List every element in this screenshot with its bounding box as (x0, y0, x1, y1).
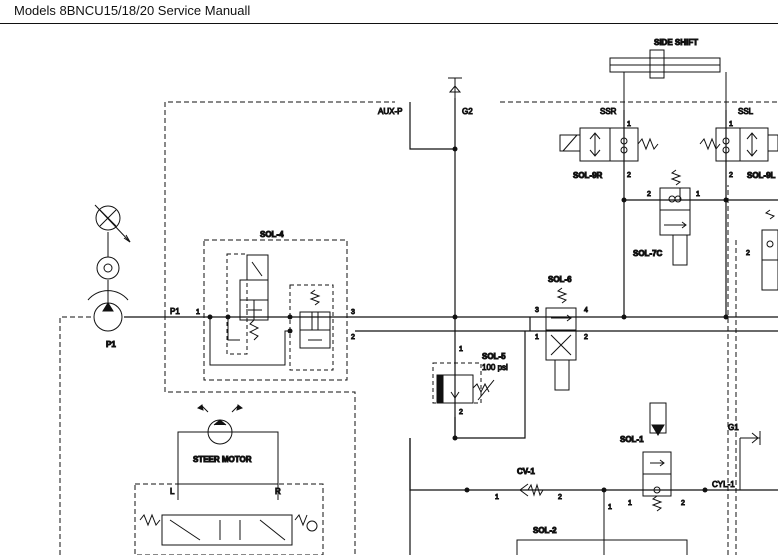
cv-1-label: CV-1 (517, 467, 535, 476)
sol-7c-valve (659, 169, 691, 266)
cv-1-port-2: 2 (558, 494, 562, 501)
sol-6-port-2: 2 (584, 334, 588, 341)
sol-9r-label: SOL-9R (573, 171, 603, 180)
port-r-label: R (275, 487, 281, 496)
page-title: Models 8BNCU15/18/20 Service Manuall (14, 3, 251, 18)
sol-1-label: SOL-1 (620, 435, 644, 444)
sol-9l-label: SOL-9L (747, 171, 776, 180)
sol-1-port-2: 2 (681, 500, 685, 507)
cv-1-check-valve (519, 483, 544, 497)
sol-7c-port-1: 1 (696, 191, 700, 198)
sol-5-port-2: 2 (459, 409, 463, 416)
g2-label: G2 (462, 107, 473, 116)
sol-2-valve (516, 490, 688, 555)
junction-dots (207, 146, 729, 493)
p1-port-label: P1 (170, 307, 180, 316)
ssr-label: SSR (600, 107, 617, 116)
aux-p-label: AUX-P (378, 107, 402, 116)
sol-5-pressure: 100 psi (482, 363, 508, 372)
side-shift-cylinder (609, 49, 727, 110)
sol-5-port-1: 1 (459, 346, 463, 353)
sol-9l-valve (699, 127, 778, 162)
sol-6-port-1: 1 (535, 334, 539, 341)
side-shift-label: SIDE SHIFT (654, 38, 698, 47)
g1-label: G1 (728, 423, 739, 432)
sol-9r-port-2: 2 (627, 172, 631, 179)
ssl-port-1: 1 (729, 121, 733, 128)
page-header: Models 8BNCU15/18/20 Service Manuall (0, 0, 778, 24)
ssl-label: SSL (738, 107, 754, 116)
sol-1-port-1: 1 (628, 500, 632, 507)
sol-6-port-4: 4 (584, 307, 588, 314)
sol-7c-port-2: 2 (647, 191, 651, 198)
sol-4-port-3: 3 (351, 309, 355, 316)
port-l-label: L (170, 487, 175, 496)
g1-port (739, 431, 761, 490)
sol-7c-label: SOL-7C (633, 249, 663, 258)
sol-4-label: SOL-4 (260, 230, 284, 239)
sol-5-relief (432, 362, 495, 404)
sol-4-port-2: 2 (351, 334, 355, 341)
right-port-2: 2 (746, 250, 750, 257)
sol-9r-valve (559, 127, 659, 162)
pressure-lines (124, 98, 778, 555)
sol-6-valve (545, 287, 577, 391)
cv-1-port-1: 1 (495, 494, 499, 501)
steer-motor (134, 404, 324, 555)
sol-6-port-3: 3 (535, 307, 539, 314)
sol-9l-port-2: 2 (729, 172, 733, 179)
sol-2-port-1: 1 (608, 504, 612, 511)
sol-4-valve (203, 239, 348, 381)
g2-gauge-port (448, 77, 462, 98)
pilot-drain-lines (59, 101, 778, 555)
steer-motor-label: STEER MOTOR (193, 455, 252, 464)
right-edge-valve (761, 209, 778, 291)
sol-6-label: SOL-6 (548, 275, 572, 284)
sol-1-valve (642, 402, 672, 512)
sol-5-label: SOL-5 (482, 352, 506, 361)
sol-2-label: SOL-2 (533, 526, 557, 535)
pump-p1 (87, 204, 131, 332)
p1-pump-label: P1 (106, 340, 116, 349)
ssr-port-1: 1 (627, 121, 631, 128)
cyl-1-label: CYL-1 (712, 480, 735, 489)
sol-4-port-1: 1 (196, 309, 200, 316)
